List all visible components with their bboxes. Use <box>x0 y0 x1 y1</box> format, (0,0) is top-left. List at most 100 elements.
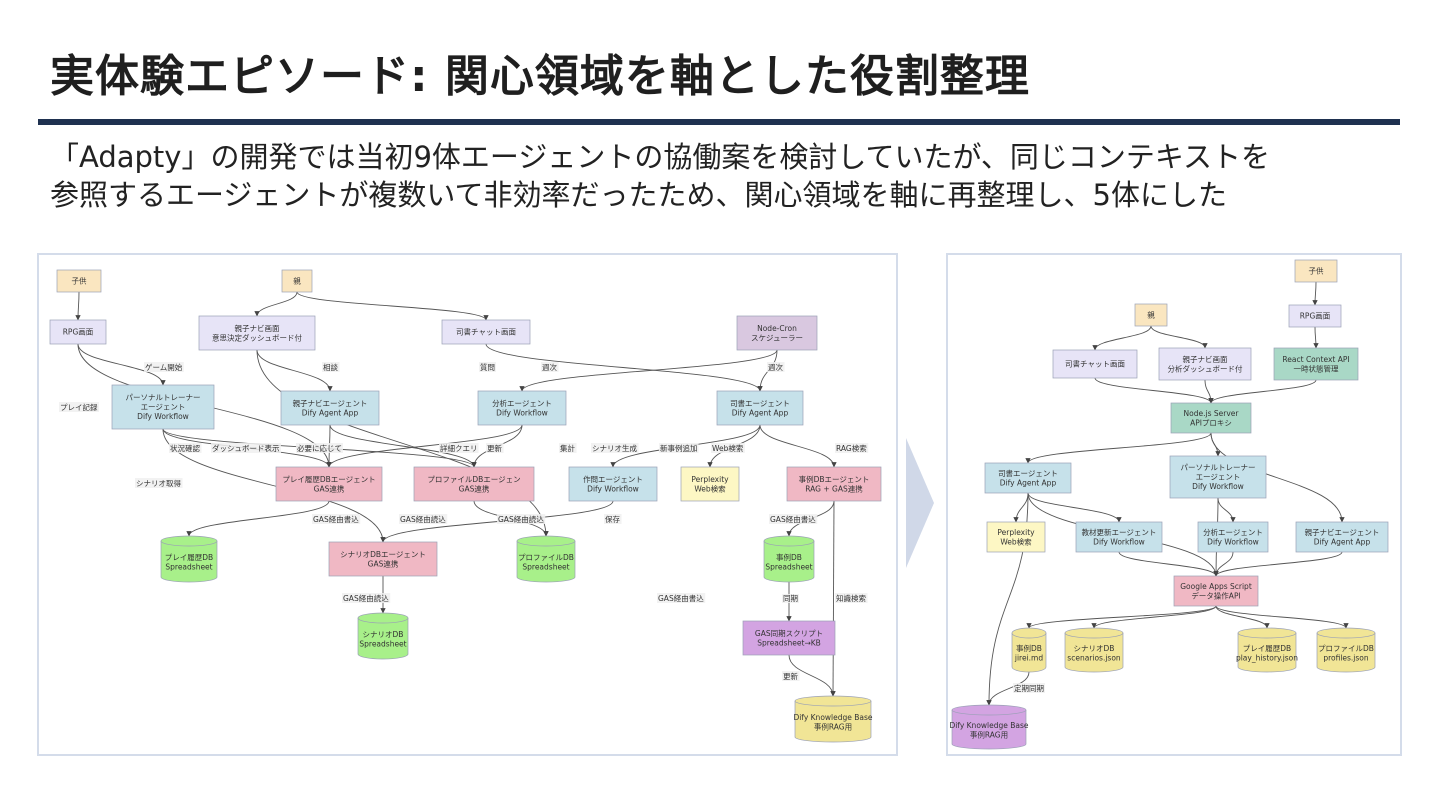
right-node-trainer-line-1: パーソナルトレーナー <box>1181 463 1256 472</box>
right-node-librarian-line-1: 司書エージェント <box>998 468 1058 478</box>
page-title: 実体験エピソード: 関心領域を軸とした役割整理 <box>50 51 1030 102</box>
after-diagram-panel <box>946 253 1402 756</box>
left-node-gas-sync-line-2: Spreadsheet→KB <box>757 638 821 647</box>
left-edge-parentnavi_screen-to-parentnavi_agent <box>256 349 333 392</box>
right-edge-analysis-to-gas <box>1213 551 1234 577</box>
left-edge-label-as-needed: 必要に応じて <box>297 443 342 453</box>
right-node-librarian-chat: 司書チャット画面 <box>1052 349 1138 379</box>
left-node-rpg: RPG画面 <box>49 319 107 345</box>
left-node-parentnavi-screen-line-1: 親子ナビ画面 <box>235 323 280 333</box>
left-edge-label-consult: 相談 <box>323 362 338 372</box>
left-edge-label-update: 更新 <box>487 443 502 453</box>
left-node-parentnavi-screen-line-2: 意思決定ダッシュボード付 <box>212 332 302 342</box>
left-node-trainer-line-2: エージェント <box>141 403 186 412</box>
right-edge-parentnavi_agent-to-gas <box>1213 551 1343 577</box>
right-node-parentnavi-agent-line-1: 親子ナビエージェント <box>1305 527 1380 537</box>
left-edge-parent-to-parentnavi_screen <box>254 291 298 317</box>
right-edge-librarian-to-perplexity <box>1013 492 1029 523</box>
left-node-playhist-agent-line-2: GAS連携 <box>314 483 345 493</box>
right-node-librarian-line-2: Dify Agent App <box>1000 478 1057 487</box>
right-edge-material-to-gas <box>1118 551 1219 577</box>
right-node-playhist-db-line-2: play_history.json <box>1236 653 1298 662</box>
right-node-rpg-line-1: RPG画面 <box>1300 312 1331 321</box>
left-node-nodecron-line-2: スケジューラー <box>751 333 803 342</box>
left-node-scenario-db-line-2: Spreadsheet <box>359 639 406 648</box>
right-node-child-line-1: 子供 <box>1309 266 1325 276</box>
left-edge-case_agent-to-dify_kb <box>830 500 836 697</box>
left-edge-child-to-rpg <box>75 291 81 321</box>
right-node-react-ctx-line-1: React Context API <box>1282 355 1349 364</box>
left-node-playhist-db-line-1: プレイ履歴DB <box>165 553 213 562</box>
right-node-parent-line-1: 親 <box>1147 310 1155 320</box>
right-edge-librarian-to-material <box>1027 492 1122 523</box>
left-edge-label-question: 質問 <box>480 362 495 372</box>
left-edge-label-new-case: 新事例追加 <box>660 443 698 453</box>
right-node-case-db-line-2: jirei.md <box>1014 653 1043 662</box>
left-node-profile-db-line-1: プロファイルDB <box>518 553 574 562</box>
right-edge-react_ctx-to-node_server <box>1208 379 1317 404</box>
right-node-analysis-line-2: Dify Workflow <box>1207 537 1259 546</box>
left-node-trainer-line-1: パーソナルトレーナー <box>126 393 201 402</box>
left-node-scenario-agent-line-2: GAS連携 <box>368 558 399 568</box>
right-node-child: 子供 <box>1294 259 1338 283</box>
left-edge-librarian_chat-to-librarian <box>485 343 763 392</box>
right-node-react-ctx-line-2: 一時状態管理 <box>1294 363 1339 373</box>
right-edge-gas-to-profile_db <box>1215 605 1349 629</box>
left-edge-label-renew: 更新 <box>783 671 798 681</box>
left-edge-label-gas-write2: GAS経由書込 <box>770 514 816 524</box>
right-node-dify-kb-line-2: 事例RAG用 <box>970 729 1008 739</box>
left-node-profile-db-line-2: Spreadsheet <box>522 562 569 571</box>
left-node-parentnavi-agent-line-1: 親子ナビエージェント <box>293 398 368 408</box>
left-edge-parent-to-librarian_chat <box>296 291 489 321</box>
left-node-playhist-db-line-2: Spreadsheet <box>165 562 212 571</box>
left-node-parent: 親 <box>281 269 313 293</box>
left-node-child-line-1: 子供 <box>72 276 87 286</box>
left-edge-label-gas-read3: GAS経由読込 <box>343 593 389 603</box>
left-node-librarian-line-1: 司書エージェント <box>730 398 790 408</box>
left-edge-label-play-record: プレイ記録 <box>60 402 98 412</box>
left-edge-label-detail-query: 詳細クエリ <box>440 443 478 453</box>
right-node-material-line-1: 教材更新エージェント <box>1082 527 1157 537</box>
left-edge-label-rag-search: RAG検索 <box>836 443 867 453</box>
description-line-1: 「Adapty」の開発では当初9体エージェントの協働案を検討していたが、同じコン… <box>50 140 1271 174</box>
right-node-parentnavi-screen-line-2: 分析ダッシュボード付 <box>1168 363 1243 373</box>
right-node-gas-line-1: Google Apps Script <box>1180 582 1252 591</box>
right-node-profile-db-line-1: プロファイルDB <box>1318 644 1374 653</box>
right-edge-parent-to-librarian_chat <box>1092 325 1152 351</box>
right-edge-node_server-to-librarian <box>1025 432 1212 464</box>
right-node-parentnavi-screen-line-1: 親子ナビ画面 <box>1183 354 1228 364</box>
left-node-scenario-db-line-1: シナリオDB <box>363 630 404 639</box>
right-node-scenario-db-line-2: scenarios.json <box>1067 653 1121 662</box>
left-node-analysis-line-1: 分析エージェント <box>492 398 552 408</box>
left-node-perplexity-line-1: Perplexity <box>691 475 729 484</box>
left-node-parentnavi-agent-line-2: Dify Agent App <box>302 408 359 417</box>
left-node-analysis-line-2: Dify Workflow <box>496 408 548 417</box>
left-node-profile-agent-line-1: プロファイルDBエージェン <box>427 475 520 484</box>
right-node-material-line-2: Dify Workflow <box>1093 537 1145 546</box>
right-edge-gas-to-playhist_db <box>1215 605 1270 629</box>
description: 「Adapty」の開発では当初9体エージェントの協働案を検討していたが、同じコン… <box>50 138 1420 214</box>
left-edge-label-weekly1: 週次 <box>542 362 557 372</box>
right-node-rpg: RPG画面 <box>1288 304 1342 328</box>
left-edge-playhist_agent-to-playhist_db <box>186 500 330 537</box>
right-node-gas-line-2: データ操作API <box>1191 590 1240 600</box>
right-node-node-server-line-1: Node.js Server <box>1184 409 1240 418</box>
left-node-gas-sync-line-1: GAS同期スクリプト <box>755 629 823 638</box>
left-node-profile-agent-line-2: GAS連携 <box>459 483 490 493</box>
